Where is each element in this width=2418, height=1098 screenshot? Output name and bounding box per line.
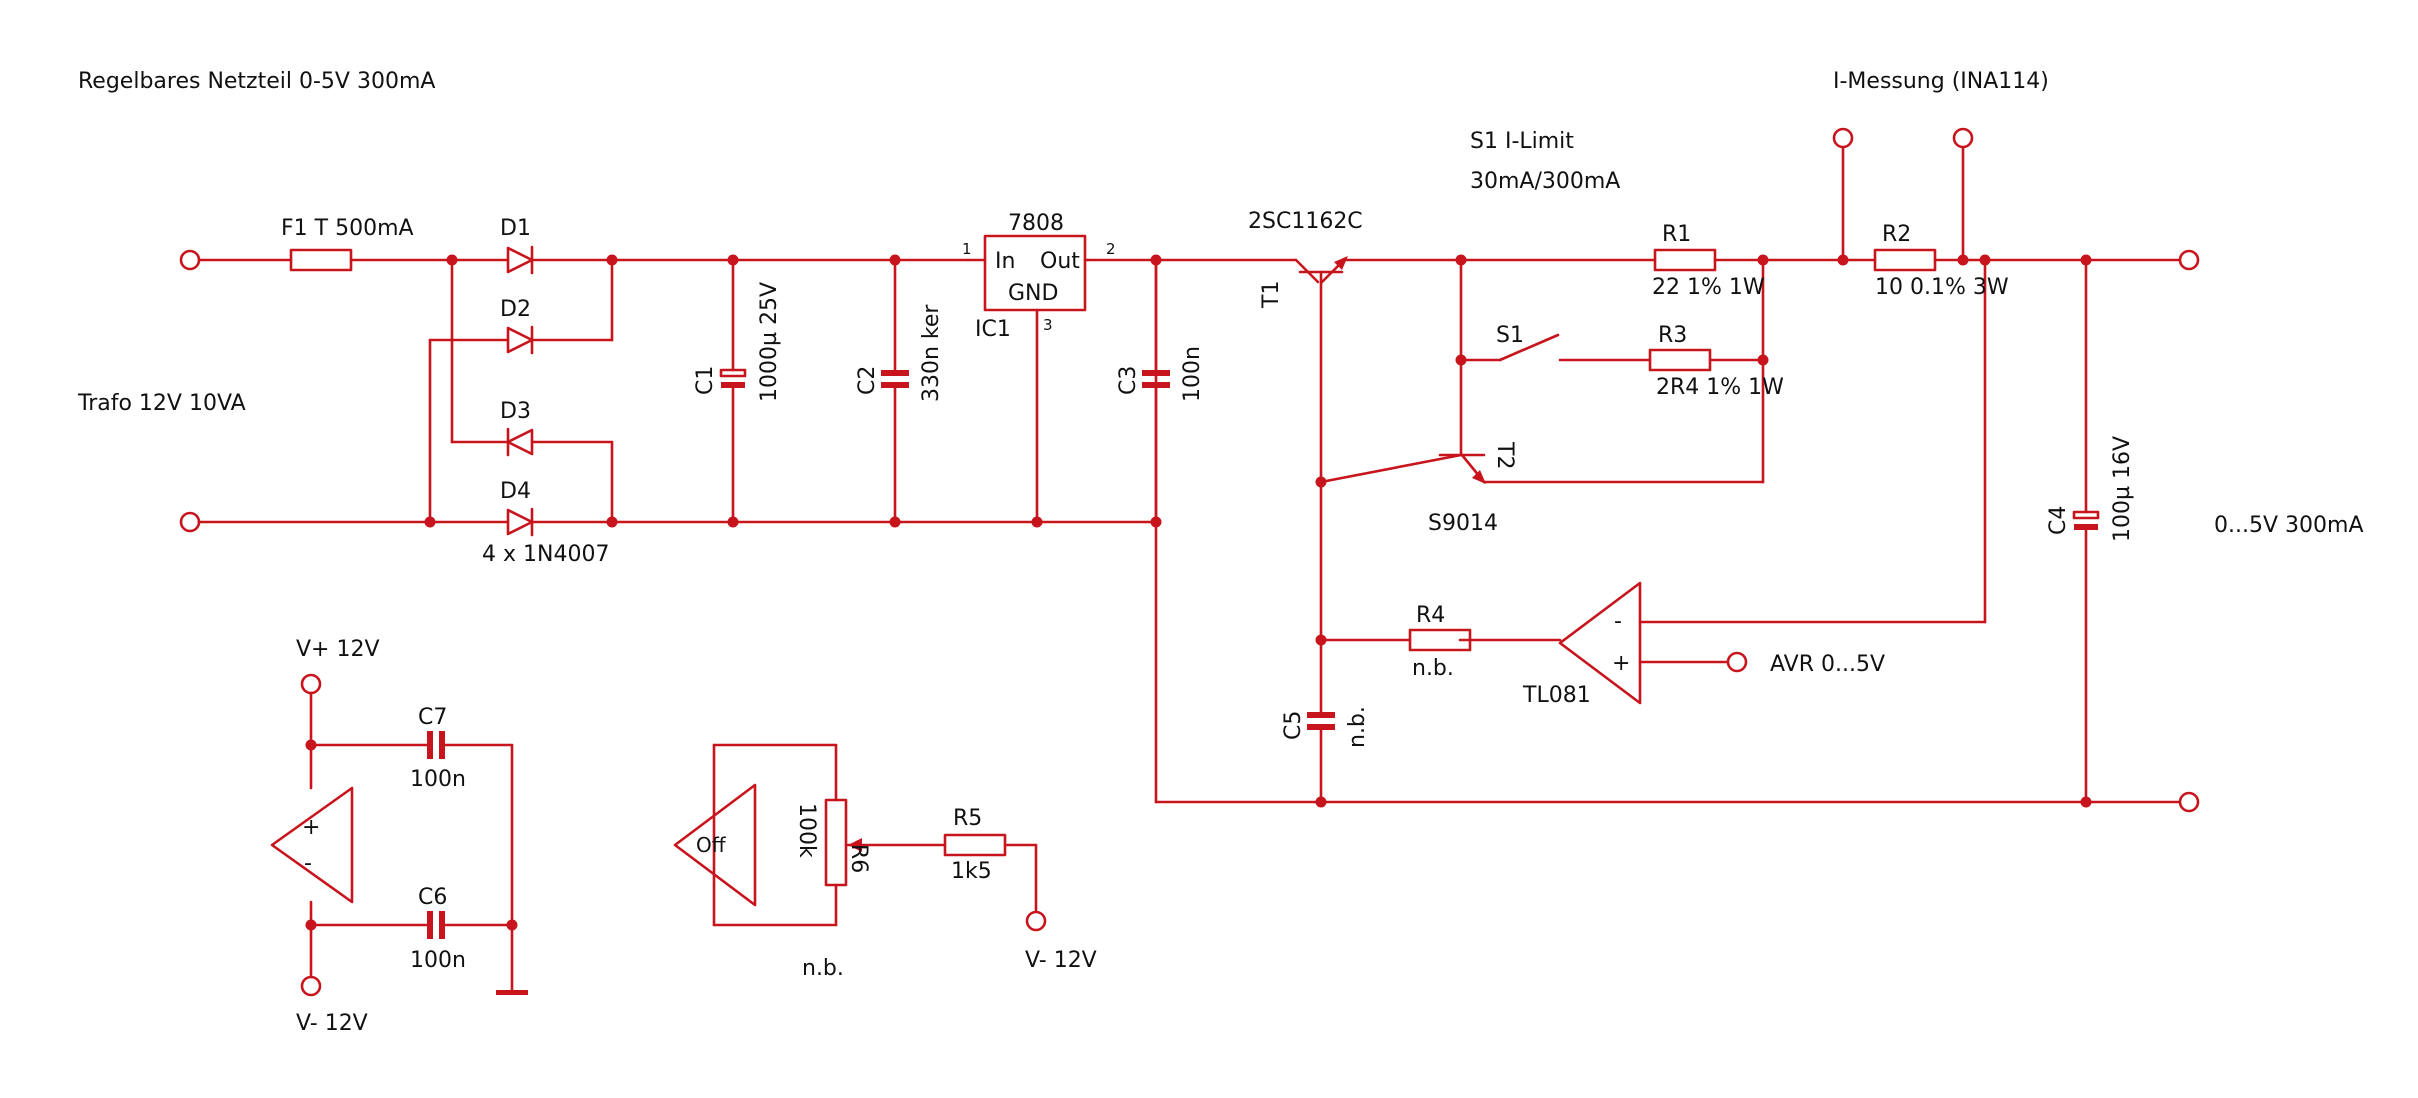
r5-ref: R5 (953, 806, 982, 831)
c4-ref: C4 (2046, 506, 2071, 535)
annotations: Regelbares Netzteil 0-5V 300mA Trafo 12V… (77, 69, 2364, 1036)
transformer-label: Trafo 12V 10VA (77, 391, 246, 416)
input-terminal-top[interactable] (179, 249, 201, 271)
c2-value: 330n ker (919, 304, 944, 402)
tl081-label: TL081 (1522, 683, 1591, 708)
c6-value: 100n (410, 948, 466, 973)
transistor-t1 (1294, 256, 1657, 642)
ic1-in-pin: In (995, 249, 1015, 274)
d3-label: D3 (500, 399, 531, 424)
ic1-pin2: 2 (1106, 240, 1116, 258)
output-terminal-negative[interactable] (2178, 791, 2200, 813)
capacitor-c1 (719, 258, 747, 524)
rectifier-bridge (428, 245, 614, 537)
vplus-label: V+ 12V (296, 637, 380, 662)
capacitor-c3 (1142, 258, 1170, 524)
capacitor-c2 (881, 258, 909, 524)
r6-ref: R6 (846, 844, 871, 873)
ina114-label: I-Messung (INA114) (1833, 69, 2049, 94)
c3-value: 100n (1180, 346, 1205, 402)
r3-ref: R3 (1658, 323, 1687, 348)
offset-trim-section (673, 743, 1047, 932)
s1-ref: S1 (1496, 323, 1524, 348)
d4-label: D4 (500, 479, 531, 504)
t2-ref: T2 (1492, 441, 1517, 469)
c7-ref: C7 (418, 705, 447, 730)
output-terminal-positive[interactable] (2178, 249, 2200, 271)
offset-opamp-label: Off (696, 833, 727, 857)
s1-title-label: S1 I-Limit (1470, 129, 1574, 154)
r1-value: 22 1% 1W (1652, 275, 1765, 300)
vminus-terminal-left[interactable] (300, 975, 322, 997)
c7-value: 100n (410, 767, 466, 792)
ic1-out-pin: Out (1040, 249, 1080, 274)
opamp-pin-marks: - + + - Off (302, 609, 1630, 876)
avr-input-terminal[interactable] (1726, 651, 1748, 673)
vplus-terminal[interactable] (300, 673, 322, 695)
d1-label: D1 (500, 216, 531, 241)
c3-ref: C3 (1116, 366, 1141, 395)
r1-ref: R1 (1662, 222, 1691, 247)
capacitor-c4 (2072, 258, 2100, 804)
ic1-type: 7808 (1008, 211, 1064, 236)
avr-label: AVR 0...5V (1770, 652, 1885, 677)
r2-value: 10 0.1% 3W (1875, 275, 2009, 300)
tl081-minus-pin: - (1614, 609, 1622, 634)
c1-ref: C1 (693, 366, 718, 395)
diagram-title: Regelbares Netzteil 0-5V 300mA (78, 69, 435, 94)
shunt-r2 (1638, 127, 2187, 624)
s1-values-label: 30mA/300mA (1470, 169, 1620, 194)
t1-type: 2SC1162C (1248, 209, 1363, 234)
power-opamp-minus-pin: - (304, 851, 312, 876)
c4-value: 100µ 16V (2110, 436, 2135, 542)
r4-ref: R4 (1416, 603, 1445, 628)
c5-ref: C5 (1281, 711, 1306, 740)
ina114-terminal-left[interactable] (1832, 127, 1854, 149)
opamp-tl081 (1307, 581, 1748, 804)
current-limit-network (1319, 248, 1765, 484)
r2-ref: R2 (1882, 222, 1911, 247)
ina114-terminal-right[interactable] (1952, 127, 1974, 149)
ic1-pin1: 1 (962, 240, 972, 258)
junction-dots (424, 254, 2092, 808)
r4-value: n.b. (1412, 656, 1454, 681)
opamp-power-section (270, 673, 528, 997)
vminus-terminal-right[interactable] (1025, 910, 1047, 932)
f1-label: F1 T 500mA (281, 216, 414, 241)
ic1-ref: IC1 (975, 317, 1011, 342)
output-label: 0...5V 300mA (2214, 513, 2364, 538)
c5-value: n.b. (1345, 706, 1370, 748)
tl081-plus-pin: + (1612, 651, 1630, 676)
ic1-pin3: 3 (1043, 316, 1053, 334)
t2-type: S9014 (1428, 511, 1498, 536)
offset-nb-label: n.b. (802, 956, 844, 981)
r6-value: 100k (794, 803, 819, 858)
ic1-gnd-pin: GND (1008, 281, 1058, 306)
vminus-left-label: V- 12V (296, 1011, 368, 1036)
d2-label: D2 (500, 297, 531, 322)
input-terminal-bottom[interactable] (179, 511, 201, 533)
c2-ref: C2 (855, 366, 880, 395)
t1-ref: T1 (1259, 281, 1284, 309)
c6-ref: C6 (418, 885, 447, 910)
r5-value: 1k5 (951, 859, 992, 884)
power-opamp-plus-pin: + (302, 815, 320, 840)
r3-value: 2R4 1% 1W (1656, 375, 1784, 400)
diode-type-label: 4 x 1N4007 (482, 542, 609, 567)
vminus-right-label: V- 12V (1025, 948, 1097, 973)
fuse-f1 (197, 248, 454, 272)
c1-value: 1000µ 25V (757, 282, 782, 402)
regulator-ic1 (966, 234, 1090, 524)
